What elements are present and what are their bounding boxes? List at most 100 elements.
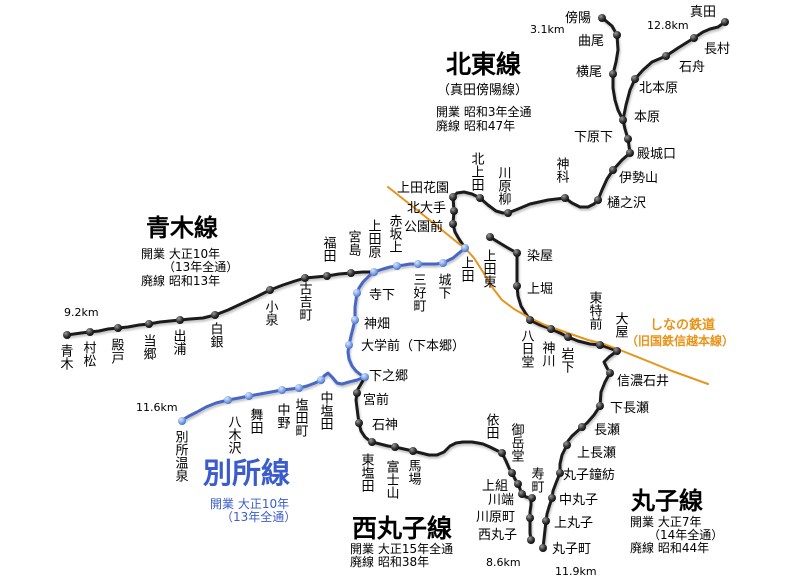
station-label-舞田: 舞田: [247, 408, 263, 434]
station-label-大学前（下本郷）: 大学前（下本郷）: [361, 339, 466, 354]
station-dot-中野: [278, 386, 286, 394]
station-label-福田: 福田: [320, 236, 336, 262]
station-label-本原: 本原: [634, 110, 661, 125]
hokuto-opened: 開業 昭和3年全通: [436, 105, 532, 119]
station-dot-寿町: [528, 494, 536, 502]
station-label-岩下: 岩下: [558, 347, 574, 373]
line-aoki-line: [65, 270, 376, 337]
station-label-殿城口: 殿城口: [637, 147, 677, 162]
station-dot-石舟: [662, 52, 670, 60]
hokuto-subtitle: （真田傍陽線）: [437, 83, 529, 98]
station-label-信濃石井: 信濃石井: [617, 374, 670, 389]
station-dot-北本原: [631, 75, 639, 83]
station-dot-福田: [323, 272, 331, 280]
station-label-上組: 上組: [482, 479, 509, 494]
station-dot-三好町: [414, 260, 422, 268]
bessho-opened: 開業 大正10年: [210, 497, 290, 511]
aoki-opened: 開業 大正10年: [141, 247, 221, 261]
line-bessho-line: [180, 246, 467, 423]
station-label-下長瀬: 下長瀬: [610, 401, 650, 416]
station-label-寺下: 寺下: [369, 288, 396, 303]
station-dot-曲尾: [613, 31, 621, 39]
station-label-依田: 依田: [483, 413, 499, 439]
station-label-下之郷: 下之郷: [369, 369, 409, 384]
station-dot-寺下: [353, 289, 361, 297]
line-hokuto-soehi-branch: [600, 16, 625, 122]
station-dot-下原下: [624, 135, 632, 143]
station-dot-丸子鐘紡: [556, 469, 564, 477]
station-label-丸子町: 丸子町: [552, 542, 592, 557]
station-label-宮前: 宮前: [363, 393, 390, 408]
station-label-寿町: 寿町: [528, 467, 544, 493]
station-label-北上田: 北上田: [468, 152, 484, 191]
station-dot-上堀: [513, 282, 521, 290]
aoki-closed: 廃線 昭和13年: [141, 274, 221, 288]
dist-aoki: 9.2km: [64, 306, 99, 319]
station-label-北本原: 北本原: [639, 81, 679, 96]
station-dot-赤坂上: [393, 262, 401, 270]
station-dot-傍陽: [598, 14, 606, 22]
station-label-上田東: 上田東: [480, 249, 496, 288]
station-label-上長瀬: 上長瀬: [577, 446, 617, 461]
station-label-神科: 神科: [553, 157, 569, 183]
station-dot-岩下: [564, 333, 572, 341]
station-dot-上田原: [370, 268, 378, 276]
station-label-中丸子: 中丸子: [559, 493, 599, 508]
hokuto-closed: 廃線 昭和47年: [436, 119, 516, 133]
nishimaruko-opened: 開業 大正15年全通: [350, 542, 454, 556]
station-dot-宮島: [347, 269, 355, 277]
station-label-上田: 上田: [458, 256, 474, 282]
station-label-馬場: 馬場: [405, 459, 421, 485]
station-label-大屋: 大屋: [612, 312, 628, 338]
station-label-横尾: 横尾: [576, 65, 603, 80]
station-label-西丸子: 西丸子: [478, 528, 518, 543]
station-dot-富士山: [391, 443, 399, 451]
station-dot-公園前: [449, 220, 457, 228]
maruko-opened: 開業 大正7年: [630, 515, 702, 529]
station-dot-大学前（下本郷）: [345, 341, 353, 349]
station-dot-御岳堂: [508, 469, 516, 477]
shinano-title: しなの鉄道: [650, 318, 716, 333]
station-dot-馬場: [409, 447, 417, 455]
station-dot-当郷: [145, 320, 153, 328]
station-dot-村松: [86, 328, 94, 336]
station-label-出浦: 出浦: [170, 329, 186, 355]
station-label-傍陽: 傍陽: [565, 11, 592, 26]
station-label-城下: 城下: [435, 273, 451, 299]
maruko-title: 丸子線: [631, 487, 703, 515]
station-dot-下之郷: [361, 373, 369, 381]
dist-sanada: 12.8km: [647, 19, 689, 32]
station-dot-白銀: [211, 311, 219, 319]
station-label-八木沢: 八木沢: [225, 415, 241, 454]
station-label-富士山: 富士山: [383, 460, 399, 499]
station-dot-神川: [547, 325, 555, 333]
station-dot-八木沢: [224, 396, 232, 404]
station-dot-出浦: [176, 316, 184, 324]
dist-bessho: 11.6km: [136, 401, 178, 414]
aoki-title: 青木線: [146, 214, 218, 242]
station-dot-中塩田: [317, 376, 325, 384]
station-label-中塩田: 中塩田: [317, 391, 333, 430]
station-dot-舞田: [245, 392, 253, 400]
station-label-御岳堂: 御岳堂: [508, 423, 524, 462]
station-label-染屋: 染屋: [527, 249, 554, 264]
station-dot-北大手: [450, 207, 458, 215]
station-dot-北上田: [476, 194, 484, 202]
station-dot-宮前: [353, 389, 361, 397]
nishimaruko-closed: 廃線 昭和38年: [350, 555, 430, 569]
station-label-上田原: 上田原: [365, 219, 381, 258]
station-label-伊勢山: 伊勢山: [619, 171, 659, 186]
station-dot-上田花園: [449, 193, 457, 201]
station-dot-殿戸: [114, 324, 122, 332]
station-dot-長村: [690, 34, 698, 42]
station-label-中野: 中野: [274, 403, 290, 429]
station-dot-八日堂: [526, 316, 534, 324]
station-label-北大手: 北大手: [407, 201, 447, 216]
station-label-八日堂: 八日堂: [518, 329, 534, 368]
station-dot-川原町: [526, 514, 534, 522]
station-label-石舟: 石舟: [679, 60, 706, 75]
station-label-宮島: 宮島: [345, 230, 361, 256]
